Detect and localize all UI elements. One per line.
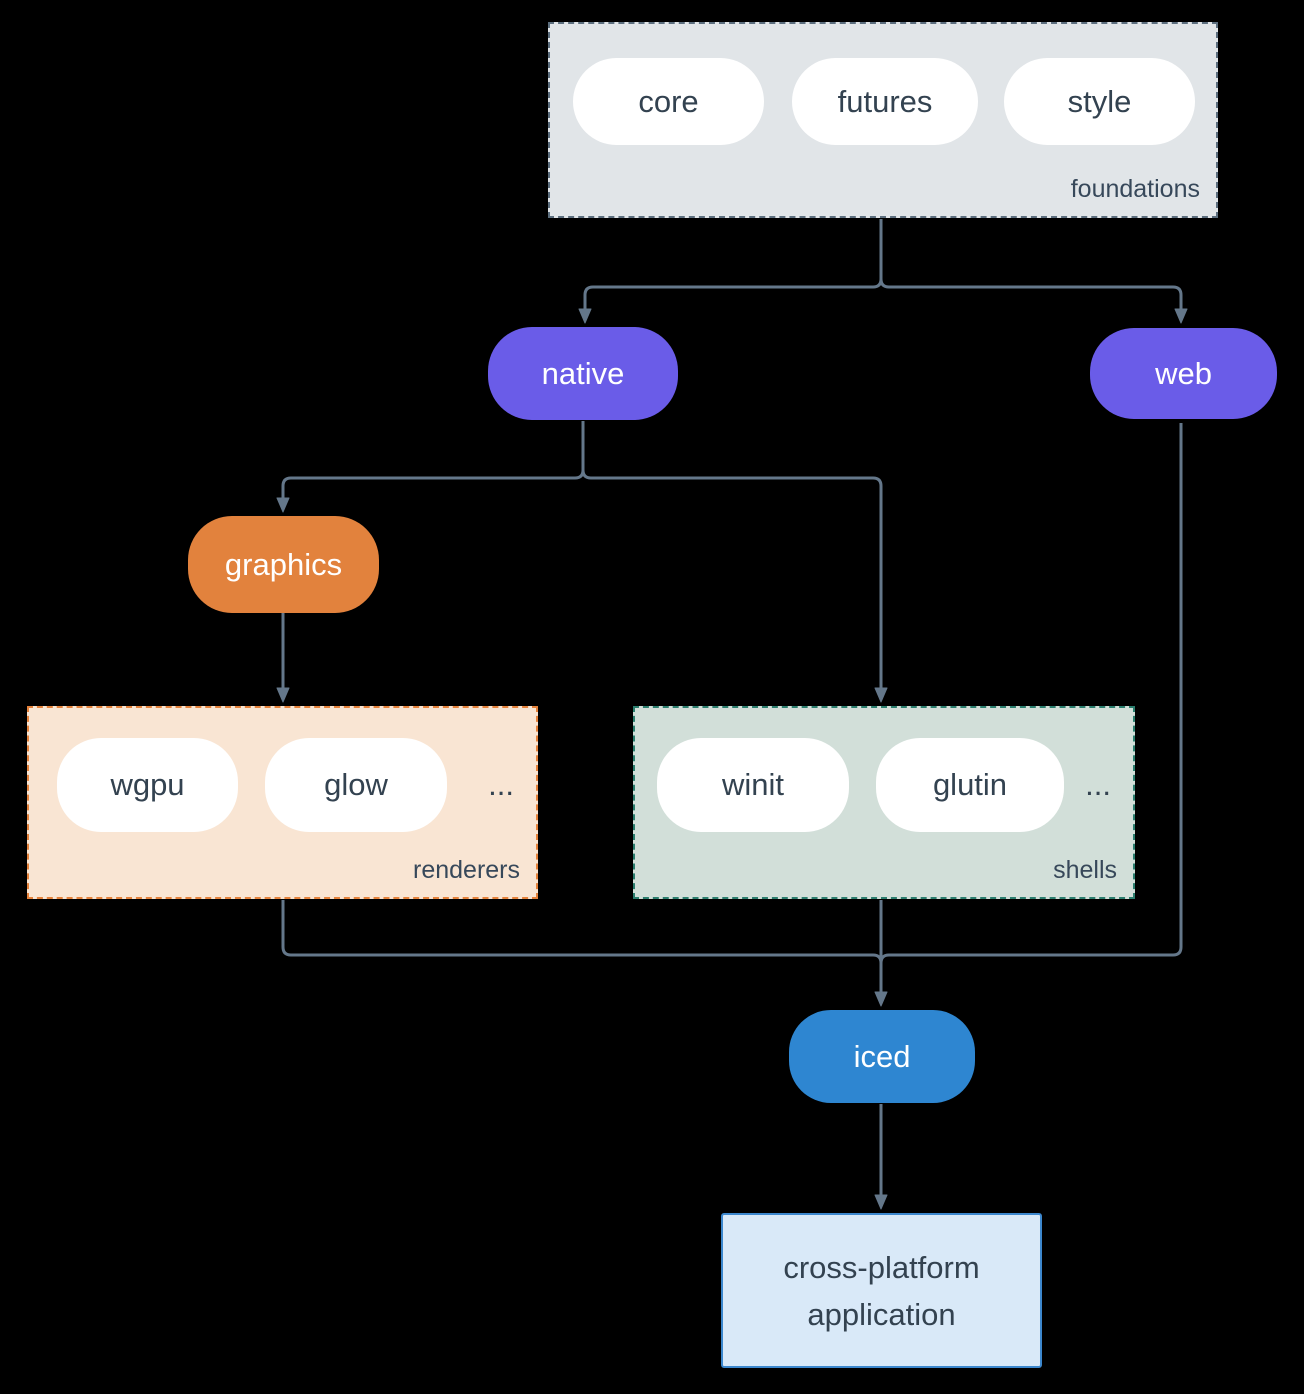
- group-shells: winit glutin ... shells: [633, 706, 1135, 899]
- edge-foundations-native: [578, 219, 883, 324]
- edge-native-shells: [581, 421, 888, 703]
- node-futures: futures: [792, 58, 978, 145]
- group-renderers: wgpu glow ... renderers: [27, 706, 538, 899]
- node-web: web: [1090, 328, 1277, 419]
- node-cross-platform-application: cross-platform application: [721, 1213, 1042, 1368]
- node-core: core: [573, 58, 764, 145]
- node-graphics: graphics: [188, 516, 379, 613]
- edge-foundations-web: [879, 219, 1188, 324]
- node-winit: winit: [657, 738, 849, 832]
- edge-native-graphics: [276, 421, 585, 513]
- app-label-line2: application: [807, 1296, 956, 1332]
- node-style: style: [1004, 58, 1195, 145]
- group-foundations: core futures style foundations: [548, 22, 1218, 218]
- node-glutin: glutin: [876, 738, 1064, 832]
- node-glow: glow: [265, 738, 447, 832]
- shells-ellipsis: ...: [1085, 767, 1111, 802]
- node-iced: iced: [789, 1010, 975, 1103]
- node-native: native: [488, 327, 678, 420]
- group-foundations-label: foundations: [1070, 175, 1200, 203]
- app-label-line1: cross-platform: [783, 1249, 980, 1285]
- edge-renderers-merge: [281, 900, 883, 964]
- node-wgpu: wgpu: [57, 738, 238, 832]
- group-renderers-label: renderers: [413, 856, 520, 884]
- group-shells-label: shells: [1053, 856, 1117, 884]
- renderers-ellipsis: ...: [488, 767, 514, 802]
